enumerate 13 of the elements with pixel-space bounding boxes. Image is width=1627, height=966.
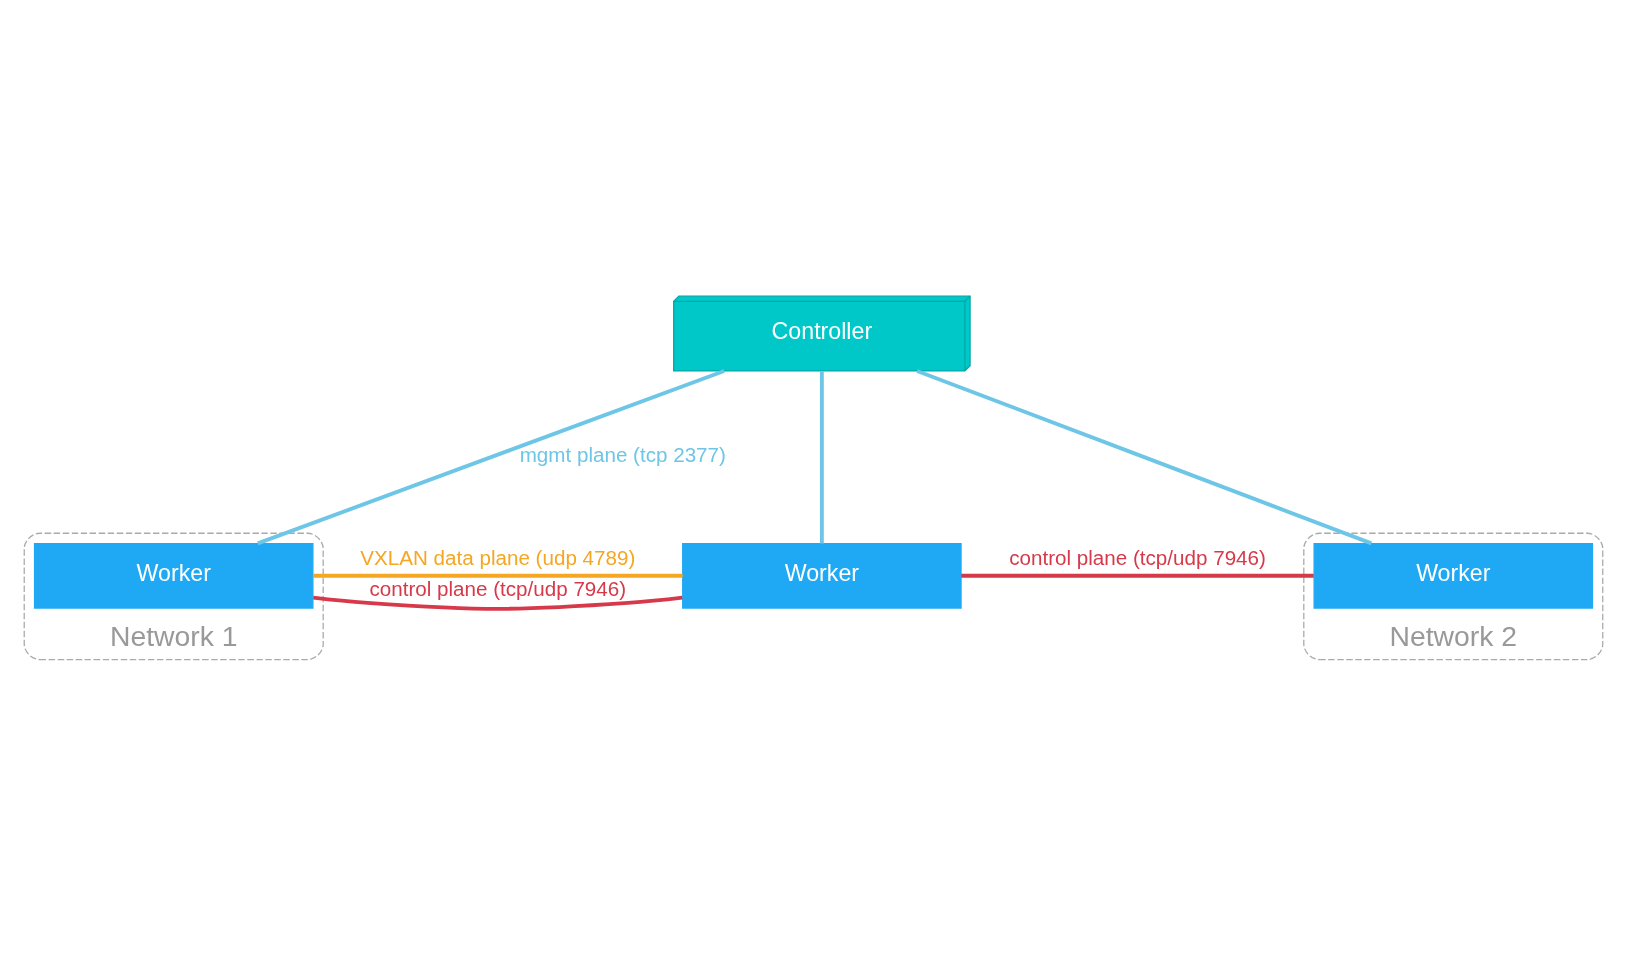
edge-label: VXLAN data plane (udp 4789) (360, 546, 636, 570)
node-box: Worker (33, 542, 314, 609)
node-box: Worker (682, 542, 962, 609)
connector (257, 369, 725, 546)
connector (916, 369, 1373, 546)
connector (313, 573, 683, 578)
connector (819, 371, 824, 544)
edge-label: mgmt plane (tcp 2377) (519, 443, 726, 467)
node-box: Worker (1313, 542, 1594, 609)
edge-label: control plane (tcp/udp 7946) (1009, 546, 1266, 570)
connector (961, 573, 1314, 578)
edge-label: control plane (tcp/udp 7946) (369, 577, 627, 601)
connector (313, 595, 683, 611)
